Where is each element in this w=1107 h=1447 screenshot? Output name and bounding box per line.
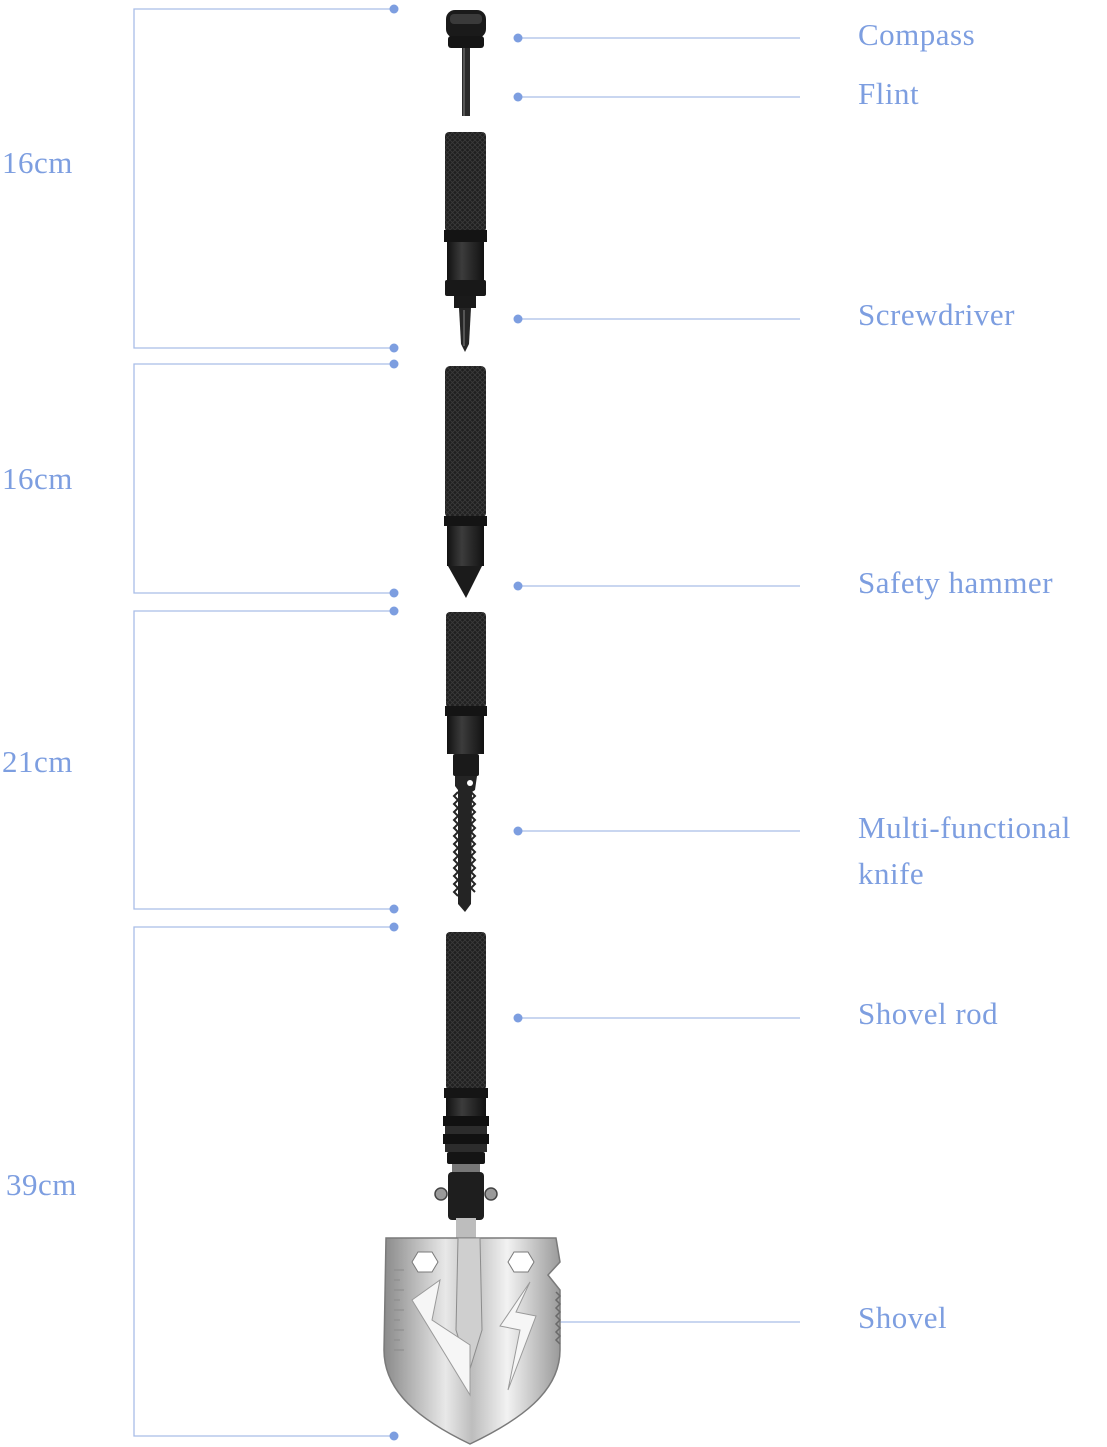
safety-hammer-illustration — [444, 366, 487, 598]
compass-cap-illustration — [446, 10, 486, 48]
knife-handle-illustration — [445, 612, 487, 912]
callout-flint — [513, 92, 800, 102]
callout-screwdriver — [513, 314, 800, 324]
part-label-shovel: Shovel — [858, 1300, 948, 1335]
segment-length-4: 39cm — [6, 1167, 77, 1202]
callout-compass — [513, 33, 800, 43]
part-label-shovel-rod: Shovel rod — [858, 996, 999, 1031]
flint-rod-illustration — [462, 48, 470, 116]
segment-bracket-2 — [133, 359, 399, 598]
shovel-rod-illustration — [434, 932, 498, 1240]
segment-bracket-3 — [133, 606, 399, 914]
shovel-blade-illustration — [383, 1237, 562, 1445]
part-label-flint: Flint — [858, 76, 920, 111]
part-label-compass: Compass — [858, 17, 976, 52]
part-label-safety-hammer: Safety hammer — [858, 565, 1054, 600]
callout-knife — [513, 826, 800, 836]
callout-shovel-rod — [513, 1013, 800, 1023]
segment-length-2: 16cm — [2, 461, 73, 496]
segment-bracket-4 — [133, 922, 399, 1441]
screwdriver-handle-illustration — [444, 132, 487, 352]
callout-safety-hammer — [513, 581, 800, 591]
segment-length-3: 21cm — [2, 744, 73, 779]
part-label-screwdriver: Screwdriver — [858, 297, 1015, 332]
segment-bracket-1 — [133, 4, 399, 353]
segment-length-1: 16cm — [2, 145, 73, 180]
part-label-multifunctional-knife: Multi-functional knife — [858, 810, 1071, 891]
